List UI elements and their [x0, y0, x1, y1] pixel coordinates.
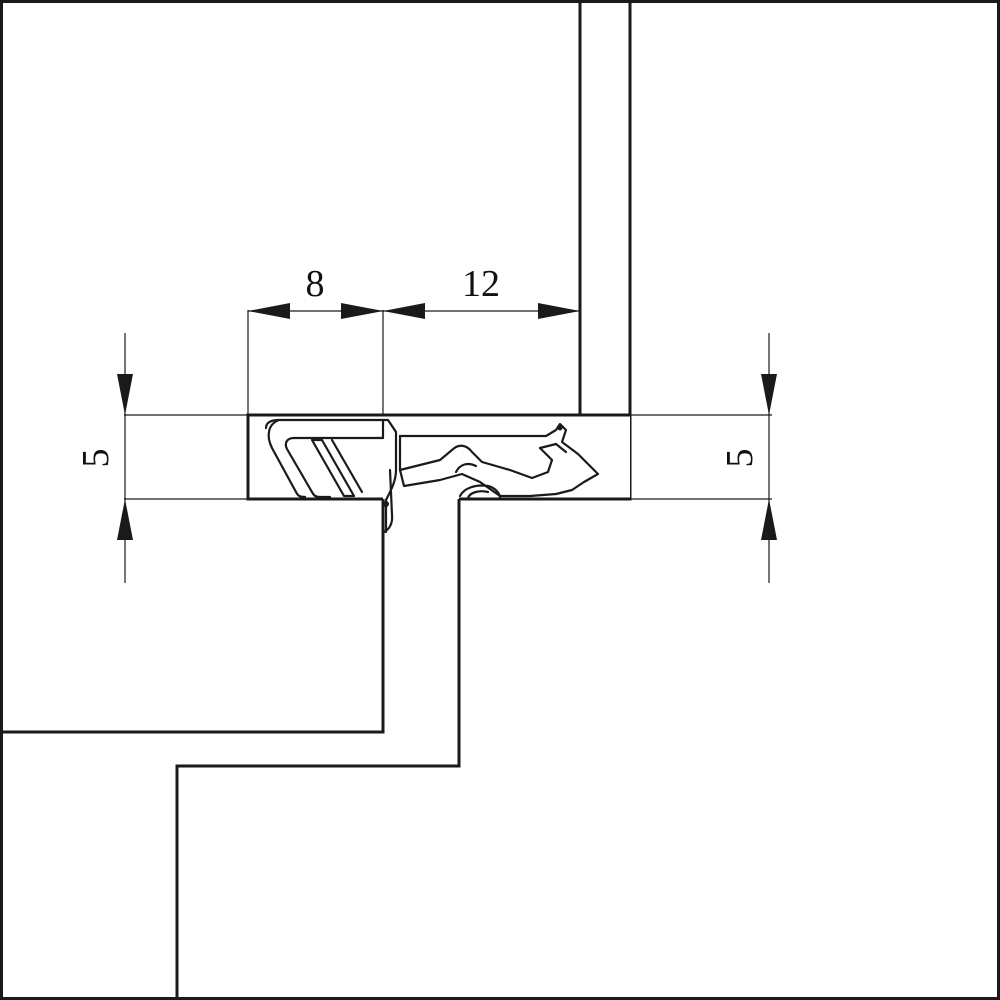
dimension-height-right: 5: [630, 333, 777, 583]
seal-right-body: [398, 422, 600, 500]
dimension-label-height-left: 5: [75, 449, 117, 468]
arrowhead: [117, 374, 133, 415]
dimension-height-left: 5: [75, 333, 248, 583]
dimension-width-left: 8: [247, 263, 384, 415]
arrowhead: [117, 499, 133, 540]
dimension-label-height-right: 5: [719, 449, 761, 468]
dimension-label-width-right: 12: [462, 263, 500, 305]
dimension-width-right: 12: [383, 263, 580, 319]
arrowhead: [761, 374, 777, 415]
seal-left-lips: [264, 418, 385, 499]
seal-stem: [381, 418, 398, 534]
arrowhead: [538, 303, 580, 319]
arrowhead: [248, 303, 290, 319]
arrowhead: [341, 303, 383, 319]
arrowhead: [383, 303, 425, 319]
seal-groove: [248, 415, 630, 499]
arrowhead: [761, 499, 777, 540]
dimension-label-width-left: 8: [306, 263, 325, 305]
